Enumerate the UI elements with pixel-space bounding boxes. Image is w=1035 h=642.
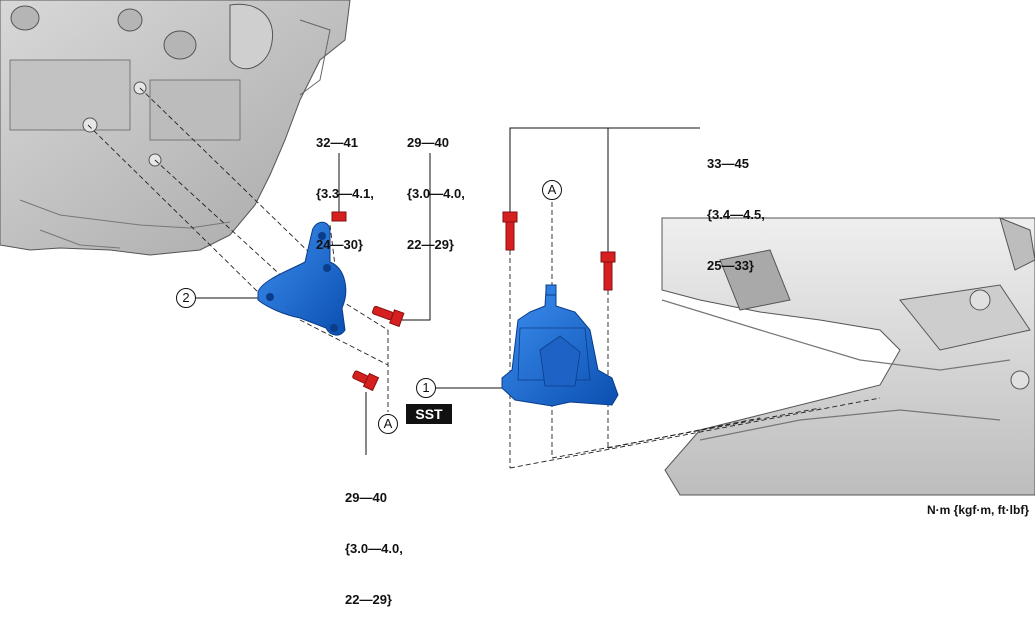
torque-kgfm: {3.0—4.0, <box>345 541 403 556</box>
callout-reference-a-bottom: A <box>378 414 398 434</box>
bolt-mount-left <box>502 211 518 251</box>
sst-badge: SST <box>406 404 452 424</box>
engine-block-illustration <box>0 0 351 256</box>
torque-ftlbf: 22—29} <box>407 237 454 252</box>
bolt-mount-right <box>600 251 616 291</box>
bolt-bracket-lower <box>352 370 380 392</box>
torque-kgfm: {3.3—4.1, <box>316 186 374 201</box>
torque-label-upper-nut: 32—41 {3.3—4.1, 24—30} <box>316 100 374 287</box>
torque-label-bracket-lower: 29—40 {3.0—4.0, 22—29} <box>345 455 403 642</box>
torque-kgfm: {3.0—4.0, <box>407 186 465 201</box>
torque-nm: 29—40 <box>407 135 449 150</box>
engine-mount-diagram: 32—41 {3.3—4.1, 24—30} 29—40 {3.0—4.0, 2… <box>0 0 1035 607</box>
callout-reference-a-top: A <box>542 180 562 200</box>
torque-ftlbf: 25—33} <box>707 258 754 273</box>
torque-label-bracket-side: 29—40 {3.0—4.0, 22—29} <box>407 100 465 287</box>
engine-mount <box>501 284 619 407</box>
bolt-upper-nut <box>331 211 347 222</box>
engine-mount-bracket <box>257 221 347 336</box>
torque-nm: 29—40 <box>345 490 387 505</box>
torque-ftlbf: 24—30} <box>316 237 363 252</box>
subframe-illustration <box>661 217 1035 496</box>
units-note: N·m {kgf·m, ft·lbf} <box>927 503 1029 517</box>
torque-ftlbf: 22—29} <box>345 592 392 607</box>
callout-part-1: 1 <box>416 378 436 398</box>
bolt-bracket-side <box>372 305 405 328</box>
leader-lines <box>196 127 700 455</box>
torque-label-mount-bolts: 33—45 {3.4—4.5, 25—33} <box>707 121 765 308</box>
torque-kgfm: {3.4—4.5, <box>707 207 765 222</box>
torque-nm: 32—41 <box>316 135 358 150</box>
torque-nm: 33—45 <box>707 156 749 171</box>
bolts <box>331 211 616 392</box>
callout-part-2: 2 <box>176 288 196 308</box>
